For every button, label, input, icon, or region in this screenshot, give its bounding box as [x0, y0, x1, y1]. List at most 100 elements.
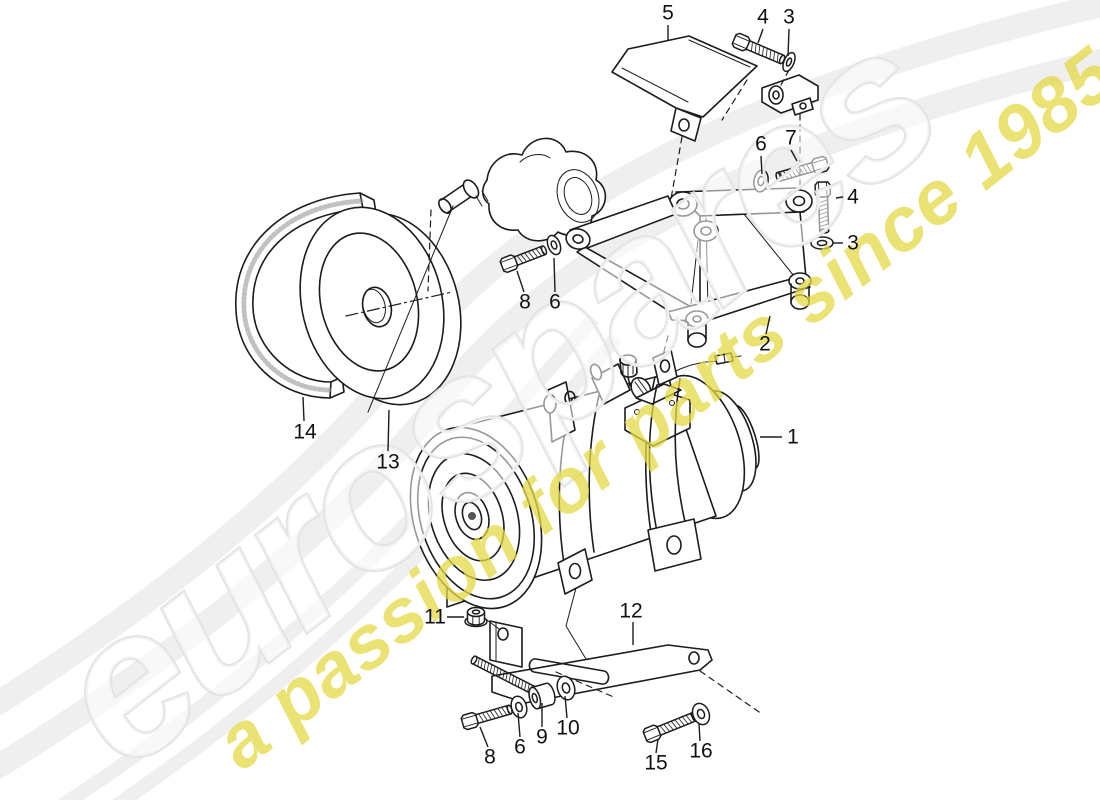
part-number-label: 2 — [759, 333, 771, 356]
line-art-shape — [501, 707, 508, 716]
line-art-shape — [762, 46, 764, 57]
line-art-shape — [235, 192, 361, 399]
line-art-shape — [768, 85, 784, 105]
part-number-label: 6 — [755, 133, 767, 156]
part-number-label: 14 — [293, 421, 317, 444]
line-art-shape — [564, 390, 576, 406]
part-number-label: 13 — [376, 451, 399, 474]
line-art-shape — [648, 384, 658, 533]
line-art-shape — [489, 620, 523, 668]
line-art-shape — [621, 67, 689, 103]
line-art-shape — [546, 234, 562, 256]
callout-part-10: 10 — [556, 695, 580, 740]
line-art-shape — [524, 681, 527, 691]
line-art-shape — [678, 118, 690, 132]
line-art-shape — [794, 167, 801, 176]
line-art-shape — [696, 708, 706, 720]
line-art-shape — [795, 277, 805, 285]
callout-part-2: 2 — [759, 315, 771, 356]
line-art-shape — [818, 199, 828, 204]
line-art-shape — [691, 702, 711, 726]
line-art-shape — [699, 670, 763, 715]
leader-line — [479, 726, 489, 748]
line-art-shape — [688, 651, 700, 665]
line-art-shape — [690, 239, 699, 305]
line-art-shape — [427, 452, 521, 582]
line-art-shape — [635, 383, 682, 405]
line-art-shape — [481, 190, 489, 202]
line-art-shape — [480, 659, 483, 669]
line-art-shape — [674, 378, 687, 527]
line-art-shape — [475, 704, 512, 725]
spacer-9 — [528, 682, 556, 710]
washer-3-side — [810, 236, 834, 250]
bolt-15 — [642, 711, 698, 744]
mounting-ear — [557, 548, 593, 595]
line-art-shape — [635, 359, 638, 373]
line-art-shape — [786, 169, 793, 178]
line-art-shape — [663, 723, 670, 732]
callout-part-6: 6 — [549, 257, 561, 314]
leader-line — [765, 315, 771, 335]
line-art-shape — [493, 709, 500, 718]
line-art-shape — [782, 170, 789, 179]
line-art-shape — [556, 675, 576, 701]
line-art-shape — [462, 179, 480, 199]
line-art-shape — [802, 165, 808, 174]
leader-line — [757, 28, 764, 44]
callout-part-7: 7 — [785, 127, 798, 162]
support-bracket-12 — [486, 619, 763, 715]
line-art-shape — [519, 154, 551, 163]
line-art-shape — [765, 48, 768, 58]
line-art-shape — [568, 562, 582, 580]
line-art-shape — [693, 220, 719, 242]
line-art-shape — [489, 664, 493, 674]
line-art-shape — [318, 232, 420, 372]
line-art-shape — [478, 713, 484, 722]
line-art-shape — [486, 619, 500, 630]
line-art-shape — [685, 310, 709, 328]
line-art-shape — [799, 102, 807, 110]
line-art-shape — [819, 215, 829, 220]
line-art-shape — [754, 43, 757, 54]
leader-line — [517, 712, 521, 738]
line-art-shape — [556, 169, 600, 223]
line-art-shape — [773, 51, 775, 61]
leader-line — [564, 695, 568, 719]
line-art-shape — [528, 251, 535, 260]
line-art-shape — [819, 219, 829, 224]
line-art-shape — [647, 518, 702, 572]
line-art-shape — [685, 715, 693, 723]
washer-16 — [691, 702, 711, 726]
part-number-label: 16 — [689, 740, 712, 763]
bolt-4-side — [814, 181, 832, 234]
part-number-label: 11 — [424, 606, 446, 629]
line-art-shape — [441, 472, 505, 562]
line-art-shape — [543, 394, 557, 414]
line-art-shape — [565, 587, 587, 660]
line-art-shape — [481, 137, 607, 242]
washer-10 — [556, 675, 576, 701]
line-art-shape — [779, 171, 785, 181]
line-art-shape — [468, 512, 476, 520]
part-number-label: 7 — [785, 127, 797, 150]
line-art-shape — [482, 712, 488, 721]
leader-line — [787, 28, 790, 57]
line-art-shape — [470, 655, 478, 665]
callout-part-4: 4 — [835, 186, 859, 209]
line-art-shape — [743, 213, 795, 277]
line-art-shape — [362, 288, 386, 324]
line-art-shape — [669, 400, 675, 406]
callout-part-3: 3 — [783, 6, 795, 57]
leader-line — [698, 723, 701, 742]
bolt-4-top — [731, 32, 786, 65]
line-art-shape — [466, 606, 486, 618]
line-art-shape — [561, 682, 571, 694]
line-art-shape — [531, 249, 539, 258]
line-art-shape — [676, 198, 690, 210]
line-art-shape — [643, 726, 658, 734]
callout-part-3: 3 — [833, 232, 859, 255]
line-art-shape — [818, 181, 820, 198]
callout-part-6: 6 — [514, 712, 526, 759]
